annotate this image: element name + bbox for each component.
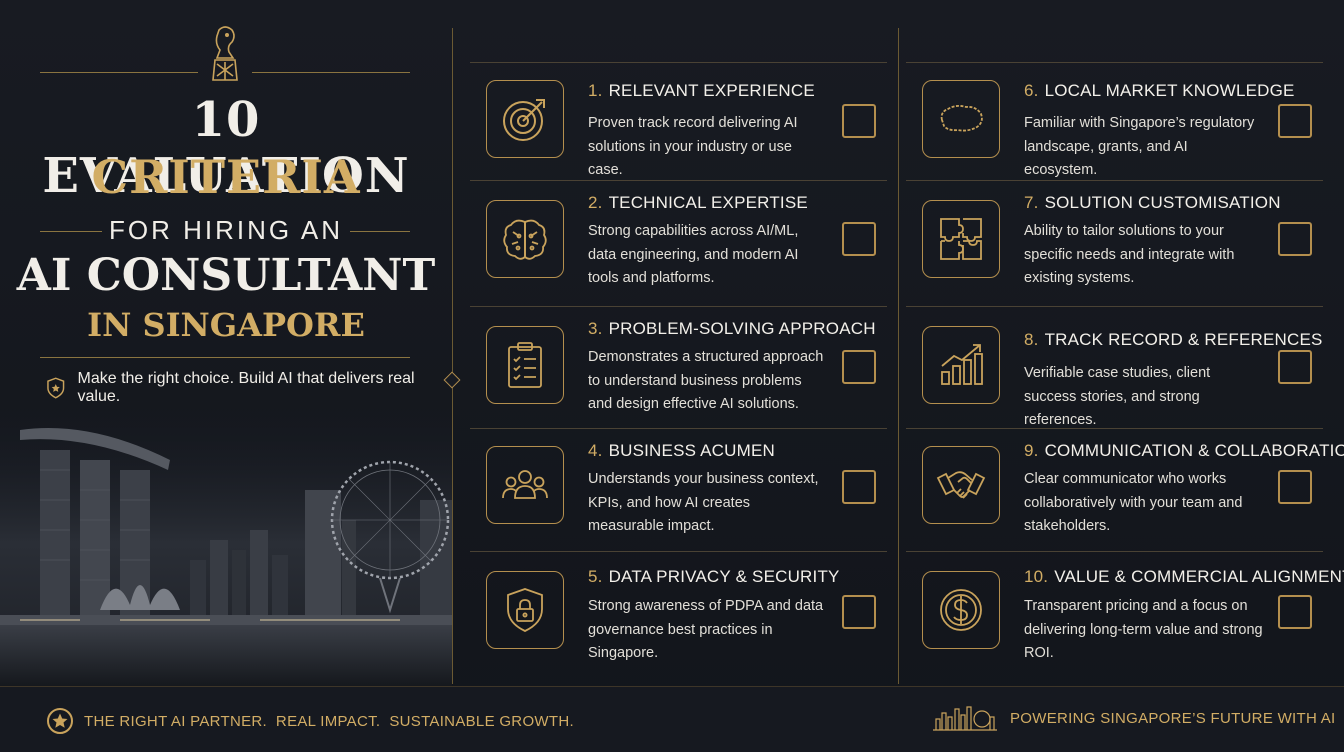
star-badge-icon — [47, 708, 73, 734]
criterion-separator — [470, 551, 887, 552]
criterion-description: Strong capabilities across AI/ML, data e… — [588, 223, 799, 286]
target-icon — [503, 99, 545, 141]
criterion-title: 1.RELEVANT EXPERIENCE — [588, 81, 815, 100]
team-icon — [502, 470, 548, 499]
criterion-title: 7.SOLUTION CUSTOMISATION — [1024, 193, 1281, 212]
merlion-logo-icon — [212, 26, 238, 81]
criterion-description: Strong awareness of PDPA and data govern… — [588, 598, 824, 661]
criterion-title: 6.LOCAL MARKET KNOWLEDGE — [1024, 81, 1295, 100]
criterion-separator — [470, 306, 887, 307]
criterion-description: Understands your business context, KPIs,… — [588, 471, 819, 534]
footer-right: POWERING SINGAPORE’S FUTURE WITH AI — [932, 705, 1336, 731]
criterion-checkbox[interactable] — [1278, 350, 1312, 384]
criterion-5: 5.DATA PRIVACY & SECURITY Strong awarene… — [470, 551, 887, 669]
left-panel: 10 EVALUATION CRITERIA FOR HIRING AN AI … — [0, 0, 452, 686]
singapore-skyline-image — [0, 400, 452, 686]
title-line-5: IN SINGAPORE — [87, 306, 365, 344]
criterion-icon-frame — [486, 80, 564, 158]
criterion-3: 3.PROBLEM-SOLVING APPROACH Demonstrates … — [470, 306, 887, 424]
divider-left — [452, 28, 453, 684]
title-line-3: FOR HIRING AN — [108, 215, 343, 245]
criterion-description: Demonstrates a structured approach to un… — [588, 349, 824, 412]
criterion-description: Familiar with Singapore’s regulatory lan… — [1024, 115, 1255, 178]
criterion-description: Proven track record delivering AI soluti… — [588, 115, 798, 178]
criterion-description: Verifiable case studies, client success … — [1024, 365, 1211, 428]
criterion-separator — [470, 428, 887, 429]
handshake-icon — [936, 471, 986, 499]
criterion-separator — [470, 62, 887, 63]
brain-icon — [503, 219, 547, 260]
criterion-icon-frame — [486, 326, 564, 404]
criterion-checkbox[interactable] — [842, 350, 876, 384]
clipboard-checklist-icon — [508, 342, 542, 388]
criterion-icon-frame — [922, 571, 1000, 649]
criterion-icon-frame — [486, 200, 564, 278]
criterion-checkbox[interactable] — [842, 595, 876, 629]
criterion-description: Clear communicator who works collaborati… — [1024, 471, 1243, 534]
criterion-description: Transparent pricing and a focus on deliv… — [1024, 598, 1263, 661]
footer: THE RIGHT AI PARTNER. REAL IMPACT. SUSTA… — [0, 686, 1344, 752]
title-line-1: 10 EVALUATION — [42, 92, 410, 204]
criterion-separator — [906, 428, 1323, 429]
title-line-2: CRITERIA — [91, 150, 361, 204]
criterion-icon-frame — [486, 446, 564, 524]
criterion-separator — [470, 180, 887, 181]
criterion-title: 4.BUSINESS ACUMEN — [588, 441, 776, 460]
criterion-separator — [906, 180, 1323, 181]
criterion-icon-frame — [922, 80, 1000, 158]
criterion-title: 9.COMMUNICATION & COLLABORATION — [1024, 441, 1344, 460]
criterion-description: Ability to tailor solutions to your spec… — [1024, 223, 1235, 286]
criterion-2: 2.TECHNICAL EXPERTISE Strong capabilitie… — [470, 180, 887, 298]
criterion-title: 8.TRACK RECORD & REFERENCES — [1024, 330, 1323, 349]
singapore-map-icon — [940, 104, 983, 132]
criterion-6: 6.LOCAL MARKET KNOWLEDGE Familiar with S… — [906, 62, 1323, 180]
criterion-separator — [906, 306, 1323, 307]
criterion-checkbox[interactable] — [842, 104, 876, 138]
criterion-10: 10.VALUE & COMMERCIAL ALIGNMENT Transpar… — [906, 551, 1344, 669]
criterion-separator — [906, 551, 1323, 552]
criterion-separator — [906, 62, 1323, 63]
divider-middle — [898, 28, 899, 684]
criterion-icon-frame — [922, 200, 1000, 278]
criterion-icon-frame — [922, 446, 1000, 524]
shield-icon — [47, 377, 65, 399]
criterion-title: 3.PROBLEM-SOLVING APPROACH — [588, 319, 876, 338]
criterion-checkbox[interactable] — [1278, 470, 1312, 504]
criterion-icon-frame — [922, 326, 1000, 404]
criterion-1: 1.RELEVANT EXPERIENCE Proven track recor… — [470, 62, 887, 180]
footer-right-text: POWERING SINGAPORE’S FUTURE WITH AI — [1010, 709, 1336, 727]
shield-lock-icon — [507, 588, 543, 632]
criterion-4: 4.BUSINESS ACUMEN Understands your busin… — [470, 428, 887, 546]
growth-chart-icon — [941, 344, 983, 385]
criterion-icon-frame — [486, 571, 564, 649]
criterion-7: 7.SOLUTION CUSTOMISATION Ability to tail… — [906, 180, 1323, 298]
criterion-8: 8.TRACK RECORD & REFERENCES Verifiable c… — [906, 306, 1323, 428]
city-skyline-icon — [933, 706, 997, 731]
footer-left: THE RIGHT AI PARTNER. REAL IMPACT. SUSTA… — [46, 707, 574, 735]
criterion-checkbox[interactable] — [1278, 222, 1312, 256]
criterion-checkbox[interactable] — [842, 222, 876, 256]
criterion-title: 10.VALUE & COMMERCIAL ALIGNMENT — [1024, 567, 1344, 586]
criterion-title: 5.DATA PRIVACY & SECURITY — [588, 567, 840, 586]
criterion-title: 2.TECHNICAL EXPERTISE — [588, 193, 808, 212]
criterion-checkbox[interactable] — [1278, 104, 1312, 138]
dollar-coin-icon — [940, 589, 982, 631]
title-line-4: AI CONSULTANT — [16, 250, 436, 301]
criterion-9: 9.COMMUNICATION & COLLABORATION Clear co… — [906, 428, 1344, 546]
footer-left-text: THE RIGHT AI PARTNER. REAL IMPACT. SUSTA… — [84, 712, 574, 730]
puzzle-icon — [940, 218, 982, 260]
criterion-checkbox[interactable] — [1278, 595, 1312, 629]
criterion-checkbox[interactable] — [842, 470, 876, 504]
